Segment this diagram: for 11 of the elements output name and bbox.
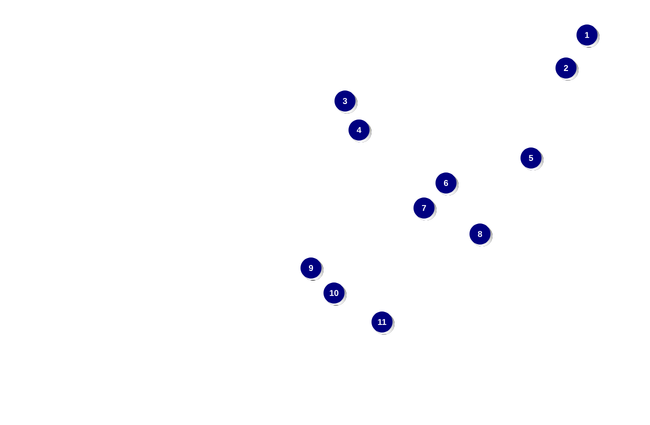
- callout-number: 1: [576, 24, 600, 48]
- callout-number: 4: [348, 120, 372, 142]
- callout-number: 9: [300, 258, 324, 280]
- callout-number: 3: [334, 90, 358, 114]
- callout-number: 6: [436, 172, 458, 196]
- callout-number: 10: [324, 282, 346, 306]
- callout-number: 2: [556, 58, 578, 80]
- callout-number: 11: [372, 312, 394, 334]
- callout-number: 5: [520, 148, 544, 170]
- callout-number: 7: [414, 198, 436, 220]
- callout-number: 8: [470, 224, 492, 246]
